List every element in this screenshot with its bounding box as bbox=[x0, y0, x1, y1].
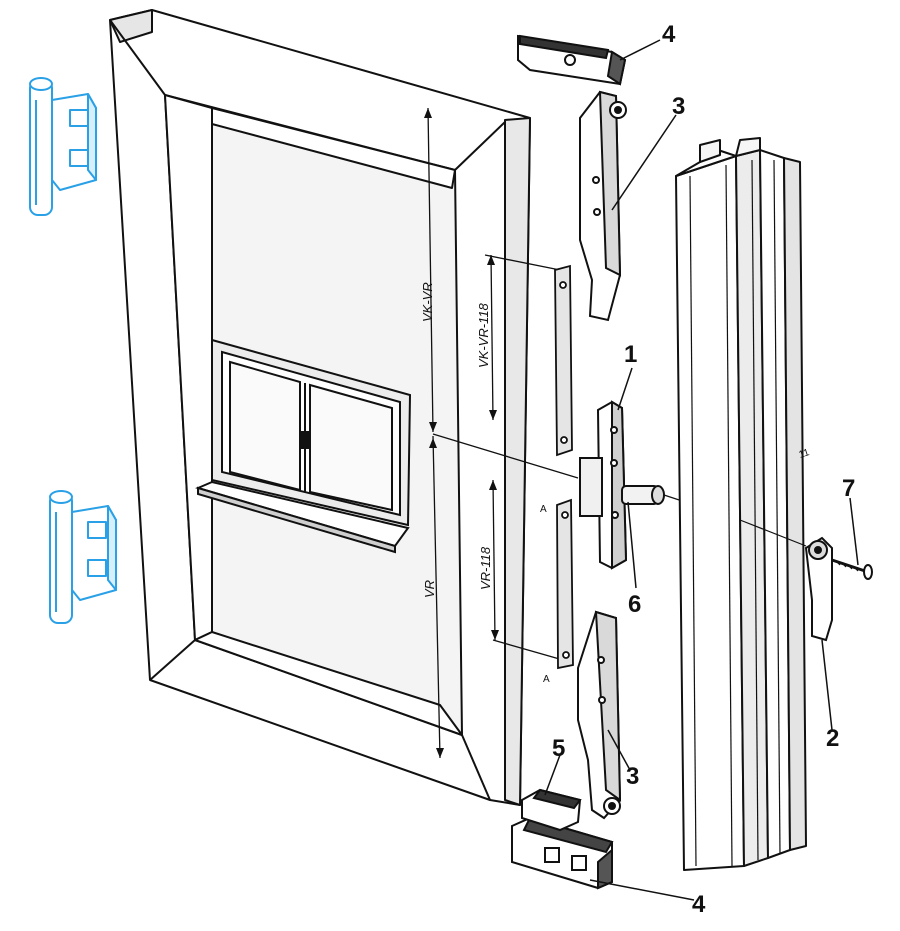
corner-drive-bottom bbox=[577, 610, 622, 820]
dim-eleven: 11 bbox=[798, 447, 812, 461]
keeper-strip-bottom bbox=[556, 498, 574, 670]
section-a-top: A bbox=[540, 504, 547, 515]
end-cap-top bbox=[517, 34, 627, 86]
callout-6: 6 bbox=[628, 591, 641, 618]
corner-drive-top bbox=[579, 90, 627, 322]
hinge-bottom bbox=[49, 490, 117, 624]
dimension-arrowheads bbox=[424, 108, 499, 758]
callout-2: 2 bbox=[826, 725, 839, 752]
callout-4-bottom: 4 bbox=[692, 891, 706, 918]
callout-4-top: 4 bbox=[662, 21, 676, 48]
callout-numbers: 1 2 3 3 4 4 5 6 7 bbox=[552, 21, 855, 918]
screw bbox=[831, 558, 873, 580]
leader-lines bbox=[544, 39, 859, 901]
hinge-top bbox=[29, 77, 97, 216]
callout-3-top: 3 bbox=[672, 93, 685, 120]
callout-1: 1 bbox=[624, 341, 637, 368]
keeper-strip-top bbox=[554, 264, 573, 457]
callout-7: 7 bbox=[842, 475, 855, 502]
handle bbox=[739, 519, 833, 642]
lock-body bbox=[579, 400, 628, 570]
callout-5: 5 bbox=[552, 735, 565, 762]
dimension-lines bbox=[427, 107, 579, 759]
small-window bbox=[195, 338, 412, 554]
dim-vr: VR bbox=[422, 580, 437, 598]
section-a-bottom: A bbox=[543, 674, 550, 685]
dim-vr-118: VR-118 bbox=[478, 546, 493, 590]
callout-3-bottom: 3 bbox=[626, 763, 639, 790]
profile-extrusion bbox=[675, 137, 807, 871]
dimension-labels: VK-VR VR VK-VR-118 VR-118 A A 11 bbox=[420, 282, 811, 685]
dim-vk-vr-118: VK-VR-118 bbox=[476, 302, 491, 368]
dim-vk-vr: VK-VR bbox=[420, 282, 435, 322]
